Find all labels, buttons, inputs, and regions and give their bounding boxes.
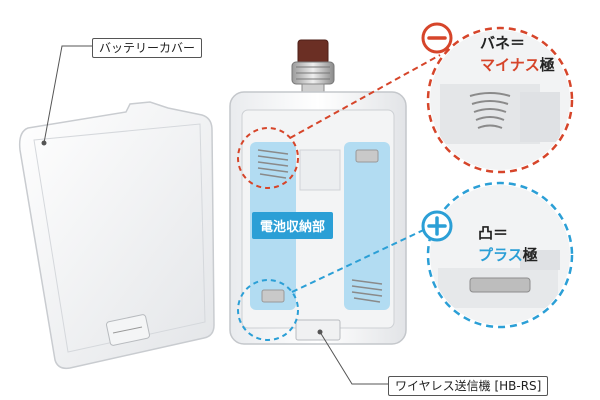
battery-cover-label: バッテリーカバー: [92, 38, 203, 58]
battery-cover: [18, 101, 215, 370]
plus-sign-icon: [421, 210, 453, 242]
positive-callout-line1: 凸＝: [478, 224, 509, 242]
positive-terminal-highlight: [237, 279, 299, 341]
positive-callout-tail: 極: [522, 246, 538, 264]
transmitter-label: ワイヤレス送信機 [HB-RS]: [388, 376, 549, 396]
battery-compartment-label: 電池収納部: [252, 212, 334, 239]
negative-callout-line1: バネ＝: [480, 34, 526, 52]
positive-zoom-circle: [426, 181, 574, 329]
transmitter-body: [229, 39, 407, 345]
negative-callout-accent: マイナス: [480, 56, 540, 74]
positive-callout-line2: プラス極: [478, 244, 538, 266]
positive-terminal-callout: 凸＝ プラス極: [478, 222, 538, 266]
negative-callout-tail: 極: [539, 56, 555, 74]
negative-terminal-callout: バネ＝ マイナス極: [480, 32, 555, 76]
minus-sign-icon: [421, 22, 453, 54]
negative-terminal-highlight: [237, 127, 299, 189]
positive-callout-accent: プラス: [478, 246, 523, 264]
transmitter-leader-line: [319, 331, 388, 385]
negative-callout-line2: マイナス極: [480, 54, 555, 76]
negative-zoom-circle: [426, 26, 574, 174]
cover-leader-line: [43, 45, 92, 144]
